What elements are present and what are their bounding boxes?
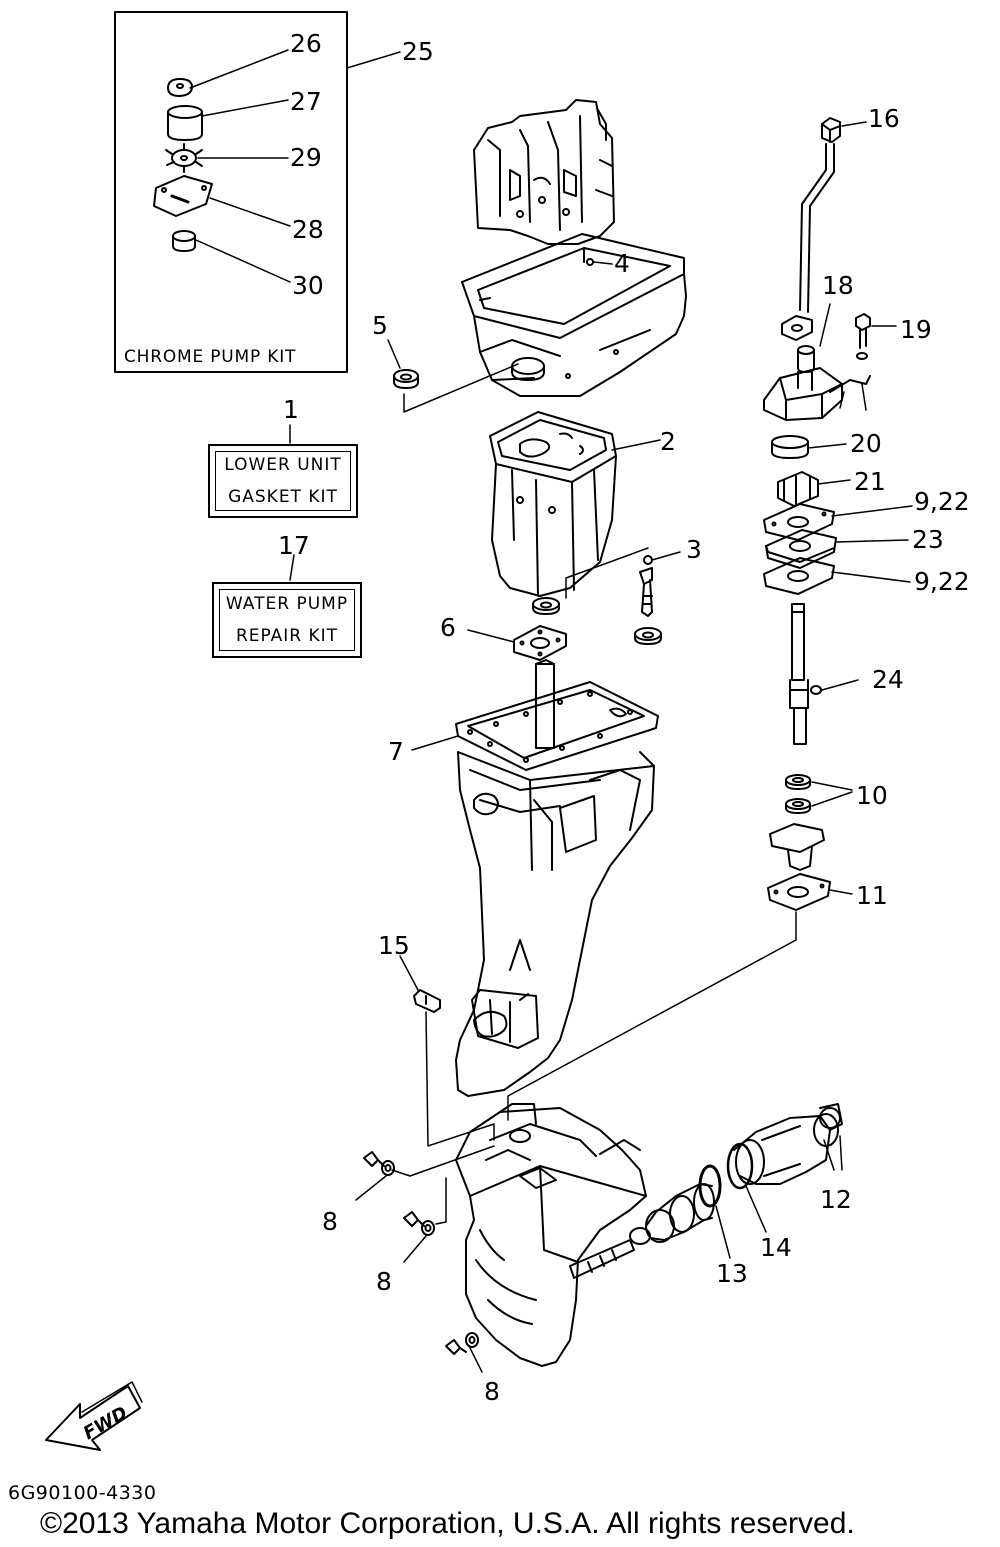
part-8-bolt-c xyxy=(445,1332,479,1355)
fwd-arrow-icon xyxy=(45,1381,143,1451)
part-19-bolt xyxy=(855,313,871,360)
part-10-seals xyxy=(785,774,811,814)
callout-25: 25 xyxy=(402,37,434,66)
callout-16: 16 xyxy=(868,104,900,133)
callout-24: 24 xyxy=(872,665,904,694)
callout-17: 17 xyxy=(278,531,310,560)
part-27-liner xyxy=(167,105,203,141)
part-26-plate xyxy=(167,78,193,97)
callout-9-22-a: 9,22 xyxy=(914,487,970,516)
callout-15: 15 xyxy=(378,931,410,960)
part-15-clip xyxy=(413,989,441,1013)
callout-30: 30 xyxy=(292,271,324,300)
callout-5: 5 xyxy=(372,311,388,340)
callout-10: 10 xyxy=(856,781,888,810)
part-20-liner xyxy=(771,435,809,459)
part-code: 6G90100-4330 xyxy=(8,1482,157,1504)
water-pump-repair-kit-line1: WATER PUMP xyxy=(225,594,349,614)
lower-unit-gasket-kit-box: LOWER UNIT GASKET KIT xyxy=(208,444,358,518)
part-14-oring xyxy=(726,1142,754,1190)
callout-14: 14 xyxy=(760,1233,792,1262)
pump-base xyxy=(769,823,825,871)
bearing-assembly xyxy=(645,1183,715,1243)
gearcase xyxy=(455,1103,647,1367)
water-pump-repair-kit-line2: REPAIR KIT xyxy=(235,626,339,646)
upper-casing xyxy=(489,411,617,597)
exhaust-plate xyxy=(473,273,687,397)
lower-unit-gasket-kit-line2: GASKET KIT xyxy=(228,487,338,507)
callout-11: 11 xyxy=(856,881,888,910)
callout-6: 6 xyxy=(440,613,456,642)
pump-shaft xyxy=(789,603,809,745)
engine-block xyxy=(473,99,615,245)
callout-20: 20 xyxy=(850,429,882,458)
part-13-oring xyxy=(698,1164,722,1208)
chrome-pump-kit-title: CHROME PUMP KIT xyxy=(124,347,296,367)
part-7-gasket xyxy=(455,681,659,771)
part-5-seal xyxy=(393,369,419,389)
propeller-shaft xyxy=(569,1227,651,1279)
lower-unit-gasket-kit-line1: LOWER UNIT xyxy=(224,455,342,475)
callout-4: 4 xyxy=(614,249,630,278)
callout-12: 12 xyxy=(820,1185,852,1214)
part-28-plate xyxy=(153,175,213,217)
callout-8-b: 8 xyxy=(376,1267,392,1296)
callout-19: 19 xyxy=(900,315,932,344)
callout-23: 23 xyxy=(912,525,944,554)
callout-13: 13 xyxy=(716,1259,748,1288)
callout-2: 2 xyxy=(660,427,676,456)
part-11-gasket xyxy=(767,873,831,911)
part-12-bearing-housing xyxy=(733,1103,843,1185)
part-9-22-plate-lower xyxy=(763,557,835,595)
part-16-grommet xyxy=(821,117,841,143)
part-29-impeller xyxy=(165,143,203,173)
callout-9-22-b: 9,22 xyxy=(914,567,970,596)
part-8-bolt-b xyxy=(403,1211,435,1236)
part-9-22-plate-upper xyxy=(763,503,835,541)
chrome-pump-kit-frame xyxy=(114,11,348,373)
part-21-impeller xyxy=(777,471,819,507)
exhaust-plate-frame xyxy=(461,233,685,339)
callout-1: 1 xyxy=(283,395,299,424)
callout-21: 21 xyxy=(854,467,886,496)
part-4-oring xyxy=(586,258,594,266)
part-23-plate xyxy=(765,529,837,569)
callout-27: 27 xyxy=(290,87,322,116)
callout-7: 7 xyxy=(388,737,404,766)
seal-under-casing xyxy=(532,597,560,615)
part-24-pin xyxy=(810,685,822,695)
part-30-seal xyxy=(172,230,196,252)
callout-3: 3 xyxy=(686,535,702,564)
part-3-fitting xyxy=(639,555,653,617)
callout-26: 26 xyxy=(290,29,322,58)
water-tube xyxy=(799,143,835,313)
callout-8-c: 8 xyxy=(484,1377,500,1406)
copyright-notice: ©2013 Yamaha Motor Corporation, U.S.A. A… xyxy=(40,1507,855,1540)
drive-shaft-housing xyxy=(455,751,655,1097)
callout-8-a: 8 xyxy=(322,1207,338,1236)
water-pump-repair-kit-box: WATER PUMP REPAIR KIT xyxy=(212,582,362,658)
part-6-gasket xyxy=(513,625,567,661)
seal-right xyxy=(634,627,662,645)
part-8-bolt-a xyxy=(363,1151,395,1176)
callout-28: 28 xyxy=(292,215,324,244)
callout-29: 29 xyxy=(290,143,322,172)
callout-18: 18 xyxy=(822,271,854,300)
part-18-pump-housing xyxy=(763,315,871,421)
